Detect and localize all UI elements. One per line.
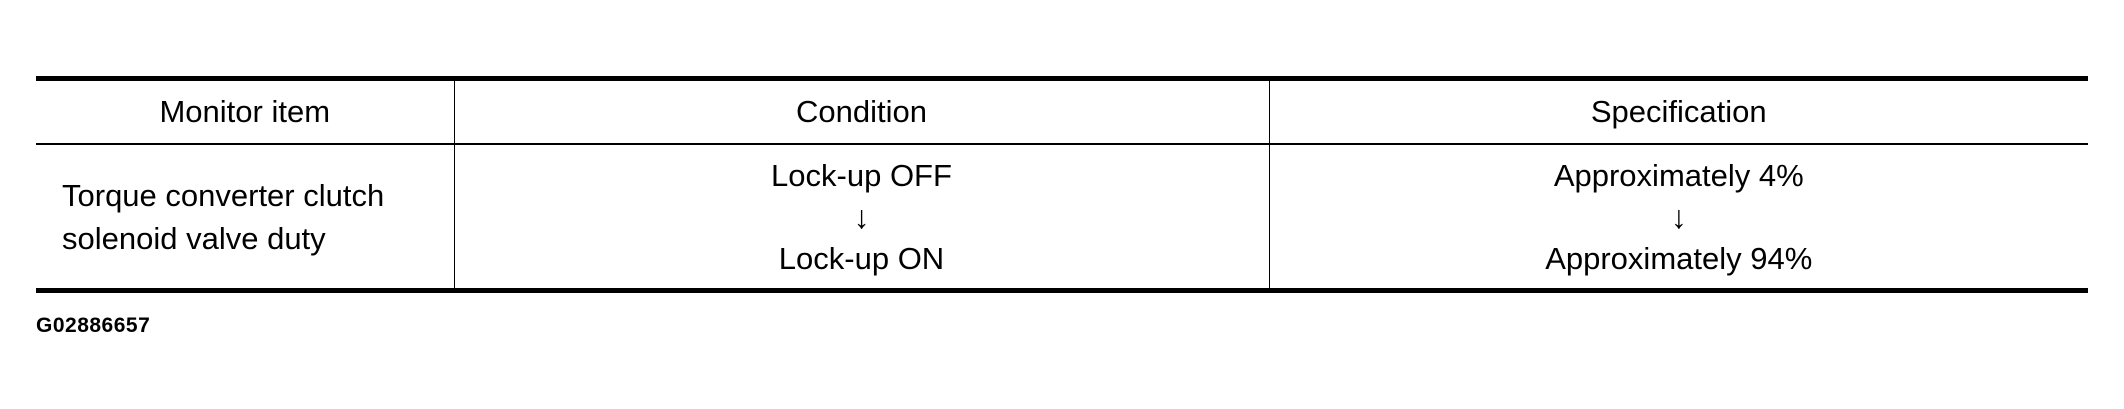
figure-id: G02886657 (36, 314, 151, 337)
header-row: Monitor item Condition Specification (36, 78, 2088, 145)
down-arrow-icon: ↓ (853, 198, 870, 235)
specification-to: Approximately 94% (1545, 240, 1813, 276)
spec-table: Monitor item Condition Specification Tor… (36, 76, 2088, 293)
monitor-item-line-2: solenoid valve duty (62, 220, 326, 256)
header-condition: Condition (453, 78, 1269, 145)
condition-cell: Lock-up OFF ↓ Lock-up ON (453, 144, 1269, 291)
down-arrow-icon: ↓ (1670, 198, 1687, 235)
table-row: Torque converter clutch solenoid valve d… (36, 144, 2088, 291)
monitor-item-line-1: Torque converter clutch (62, 177, 385, 213)
specification-from: Approximately 4% (1553, 157, 1804, 193)
header-specification: Specification (1268, 78, 2088, 145)
condition-to: Lock-up ON (778, 240, 945, 276)
monitor-item-cell: Torque converter clutch solenoid valve d… (36, 144, 454, 291)
condition-from: Lock-up OFF (771, 157, 952, 193)
header-monitor-item: Monitor item (36, 78, 454, 145)
specification-cell: Approximately 4% ↓ Approximately 94% (1268, 144, 2088, 291)
